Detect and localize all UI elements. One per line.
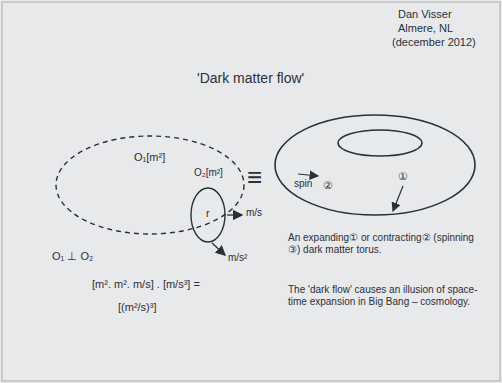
ellipse bbox=[191, 188, 225, 242]
formula: [m². m². m/s] . [m/s³] = bbox=[92, 278, 200, 291]
cross-section-ellipse: O₂[m²]r bbox=[190, 187, 226, 243]
spin-label: spin bbox=[294, 178, 312, 190]
velocity-arrow bbox=[227, 214, 242, 215]
note: An expanding① or contracting② (spinning … bbox=[288, 232, 480, 256]
relation: O₁ ⊥ O₂ bbox=[52, 250, 93, 263]
torus-hole bbox=[338, 130, 422, 156]
area-label: O₂[m²] bbox=[194, 167, 223, 179]
area-label: O₁[m²] bbox=[134, 151, 165, 164]
spin-arrow bbox=[298, 174, 318, 176]
callout-number: ② bbox=[323, 179, 333, 192]
acceleration-arrow bbox=[212, 243, 225, 255]
title: 'Dark matter flow' bbox=[197, 70, 304, 87]
author: Dan Visser bbox=[398, 8, 452, 21]
unit-label: m/s bbox=[246, 207, 262, 219]
date: (december 2012) bbox=[392, 36, 476, 49]
note: The 'dark flow' causes an illusion of sp… bbox=[288, 284, 480, 308]
ellipse bbox=[56, 136, 244, 234]
torus-outer bbox=[275, 115, 475, 215]
ellipse-outline bbox=[55, 135, 245, 235]
callout-number: ① bbox=[398, 170, 408, 183]
region-ellipse: O₁[m²] O₂[m²] r bbox=[55, 135, 245, 235]
unit-label: m/s² bbox=[228, 252, 247, 264]
radius-label: r bbox=[206, 207, 210, 220]
formula: [(m²/s)³] bbox=[118, 301, 156, 314]
equivalence-sign: ≡ bbox=[247, 162, 262, 193]
expansion-arrow bbox=[393, 186, 403, 211]
place: Almere, NL bbox=[398, 22, 453, 35]
